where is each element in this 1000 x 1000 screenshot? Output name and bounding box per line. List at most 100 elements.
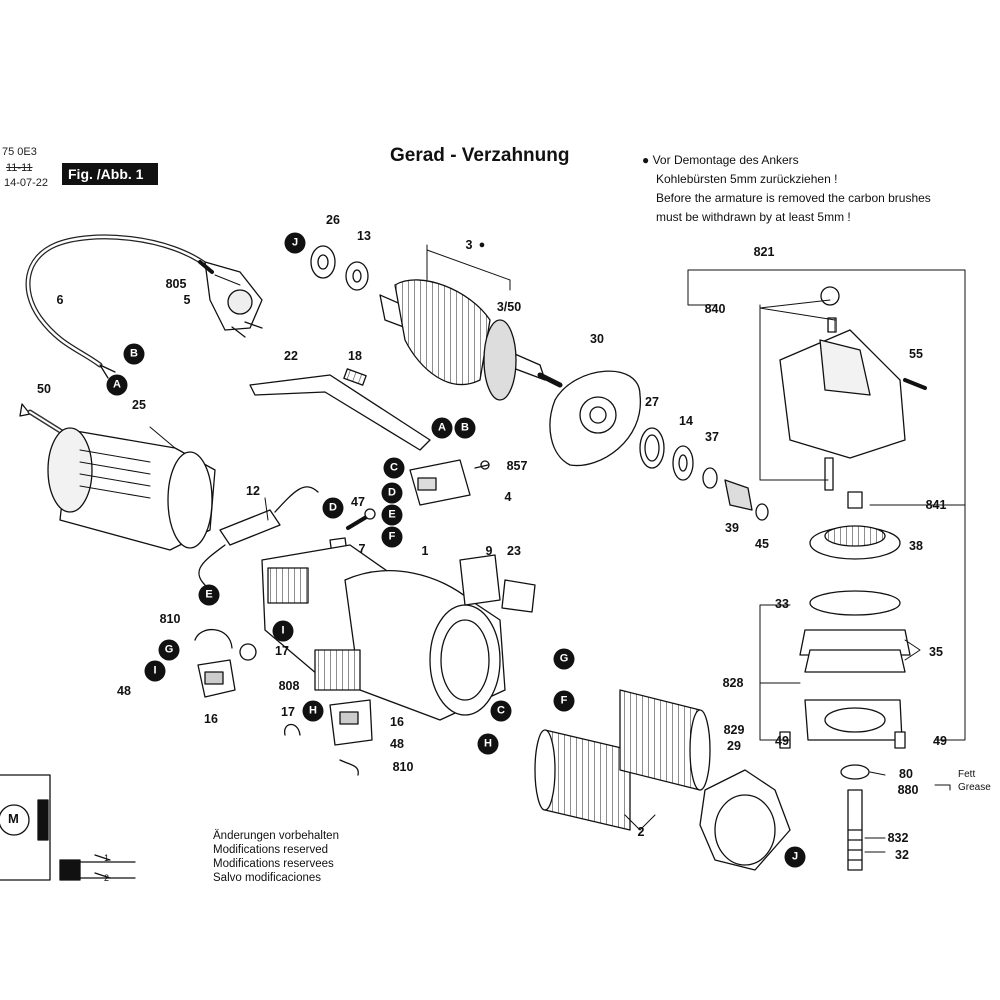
switch-label-2: 2 [104, 873, 110, 883]
part-label: 55 [909, 347, 923, 361]
callout-badge: C [490, 700, 512, 722]
note-de-1: Vor Demontage des Ankers [652, 153, 799, 167]
nut-45 [755, 503, 769, 521]
plug [198, 260, 263, 338]
part-label: 37 [705, 430, 719, 444]
motor-symbol-label: M [8, 811, 19, 826]
callout-badge: G [158, 639, 180, 661]
bearing-13 [345, 261, 369, 291]
part-label: 7 [358, 542, 366, 556]
callout-badge: I [272, 620, 294, 642]
bullet-icon: ● [478, 239, 486, 251]
leader-lines [149, 244, 966, 853]
part-label: 16 [204, 712, 218, 726]
part-label: 880 [897, 783, 919, 797]
screw-50 [19, 403, 65, 435]
part-label: 841 [925, 498, 947, 512]
part-label: 49 [775, 734, 789, 748]
part-label: 33 [775, 597, 789, 611]
part-label: 26 [326, 213, 340, 227]
part-label: 810 [392, 760, 414, 774]
switch-label-1: 1 [104, 853, 110, 863]
callout-badge: C [383, 457, 405, 479]
callout-badge: D [322, 497, 344, 519]
callout-badge: I [144, 660, 166, 682]
part-label: 805 [165, 277, 187, 291]
doc-date: 14-07-22 [4, 177, 49, 189]
armature [379, 279, 563, 401]
part-label: 18 [348, 349, 362, 363]
grease-en: Grease [958, 782, 991, 793]
bearing-flange-828 [779, 699, 906, 749]
callout-badge: A [106, 374, 128, 396]
doc-code: 75 0E3 [2, 146, 37, 158]
armature-note: ● Vor Demontage des Ankers Kohlebürsten … [642, 151, 931, 227]
part-label: 808 [278, 679, 300, 693]
note-en-2: must be withdrawn by at least 5mm ! [656, 210, 851, 224]
capacitor [198, 486, 319, 586]
callout-badge: F [553, 690, 575, 712]
part-label: 35 [929, 645, 943, 659]
part-label: 39 [725, 521, 739, 535]
bevel-gear-38 [809, 525, 901, 560]
part-label: 1 [421, 544, 429, 558]
o-ring-33 [809, 590, 901, 616]
part-label: 45 [755, 537, 769, 551]
bearing-14 [672, 445, 694, 481]
doc-code-strike: 11-11 [6, 162, 33, 174]
part-label: 17 [281, 705, 295, 719]
callout-badge: G [553, 648, 575, 670]
spindle-lock-pin [824, 457, 863, 509]
ring-27 [639, 427, 665, 469]
callout-badge: E [381, 504, 403, 526]
part-label: 48 [117, 684, 131, 698]
callout-badge: B [123, 343, 145, 365]
pinion-39 [724, 479, 753, 511]
washer-80 [840, 764, 870, 780]
wheel-guard [699, 769, 791, 871]
label-808 [314, 649, 361, 691]
part-label: 5 [183, 293, 191, 307]
mod-line: Salvo modificaciones [213, 872, 322, 884]
switch [409, 459, 490, 506]
part-label: 32 [895, 848, 909, 862]
spindle-832 [847, 789, 863, 871]
part-label: 17 [275, 644, 289, 658]
modifications-notice: Änderungen vorbehalten Modifications res… [213, 829, 339, 885]
callout-badge: A [431, 417, 453, 439]
part-label: 3/50 [496, 300, 522, 314]
part-label: 810 [159, 612, 181, 626]
part-label: 828 [722, 676, 744, 690]
callout-badge: D [381, 482, 403, 504]
callout-badge: J [784, 846, 806, 868]
part-label: 25 [132, 398, 146, 412]
mod-line: Modifications reservees [213, 858, 334, 870]
washer-37 [702, 467, 718, 489]
note-en-1: Before the armature is removed the carbo… [656, 191, 931, 205]
motor-housing-cover [47, 427, 216, 551]
part-label: 829 [723, 723, 745, 737]
callout-badge: E [198, 584, 220, 606]
brush-holder-bar [249, 368, 431, 451]
part-label: 38 [909, 539, 923, 553]
part-label: 857 [506, 459, 528, 473]
callout-badge: H [302, 700, 324, 722]
part-label: 2 [637, 825, 645, 839]
part-label: 13 [357, 229, 371, 243]
note-de-2: Kohlebürsten 5mm zurückziehen ! [656, 172, 838, 186]
grease-legend: Fett Grease [958, 768, 991, 794]
part-label: 47 [351, 495, 365, 509]
mod-line: Änderungen vorbehalten [213, 830, 339, 842]
screw-47 [346, 508, 376, 530]
part-label: 27 [645, 395, 659, 409]
carbon-brush-lower [284, 699, 373, 776]
gear-head-cover [779, 286, 927, 459]
part-label: 30 [590, 332, 604, 346]
bearing-plate-35 [799, 629, 911, 673]
part-label: 80 [899, 767, 913, 781]
grease-de: Fett [958, 769, 976, 780]
carbon-brush-upper [194, 628, 257, 698]
part-label: 23 [507, 544, 521, 558]
